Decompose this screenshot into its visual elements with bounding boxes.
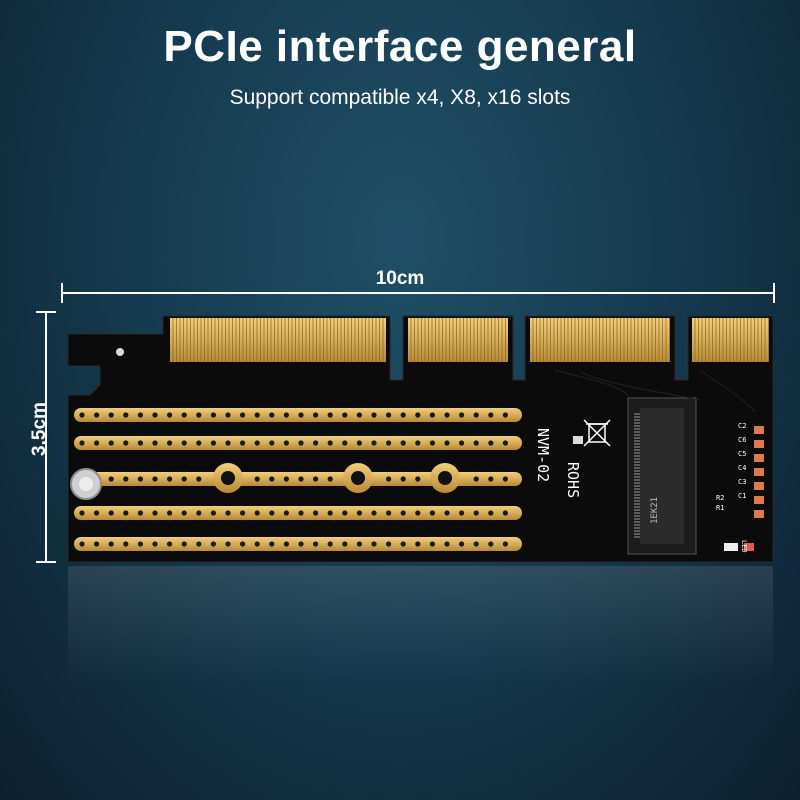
page-subtitle: Support compatible x4, X8, x16 slots [229, 86, 571, 109]
led-label: LED [740, 540, 748, 553]
socket-text: 1EK21 [650, 497, 660, 524]
svg-text:R1: R1 [716, 504, 724, 512]
mounting-screw [70, 468, 102, 500]
svg-text:C4: C4 [738, 464, 746, 472]
svg-text:R2: R2 [716, 494, 724, 502]
m2-socket: 1EK21 [627, 397, 697, 555]
pcb-traces [554, 369, 756, 413]
page-title: PCIe interface general [163, 22, 637, 71]
weee-bin-icon [583, 419, 611, 447]
svg-text:C5: C5 [738, 450, 746, 458]
width-dimension-line [61, 283, 775, 303]
rohs-label: ROHS [564, 462, 582, 498]
svg-text:C6: C6 [738, 436, 746, 444]
standoff-rails [74, 408, 522, 551]
svg-text:C2: C2 [738, 422, 746, 430]
height-dimension-line [36, 311, 56, 563]
marking-pad [573, 436, 583, 444]
mounting-holes [213, 463, 460, 493]
svg-text:C1: C1 [738, 492, 746, 500]
svg-text:C3: C3 [738, 478, 746, 486]
bracket-hole [116, 348, 124, 356]
model-label: NVM-02 [534, 428, 552, 482]
capacitor-column [754, 426, 764, 518]
board-reflection [68, 566, 773, 686]
status-led [724, 543, 754, 551]
edge-connector [170, 318, 769, 362]
width-dimension-label: 10cm [375, 268, 425, 289]
